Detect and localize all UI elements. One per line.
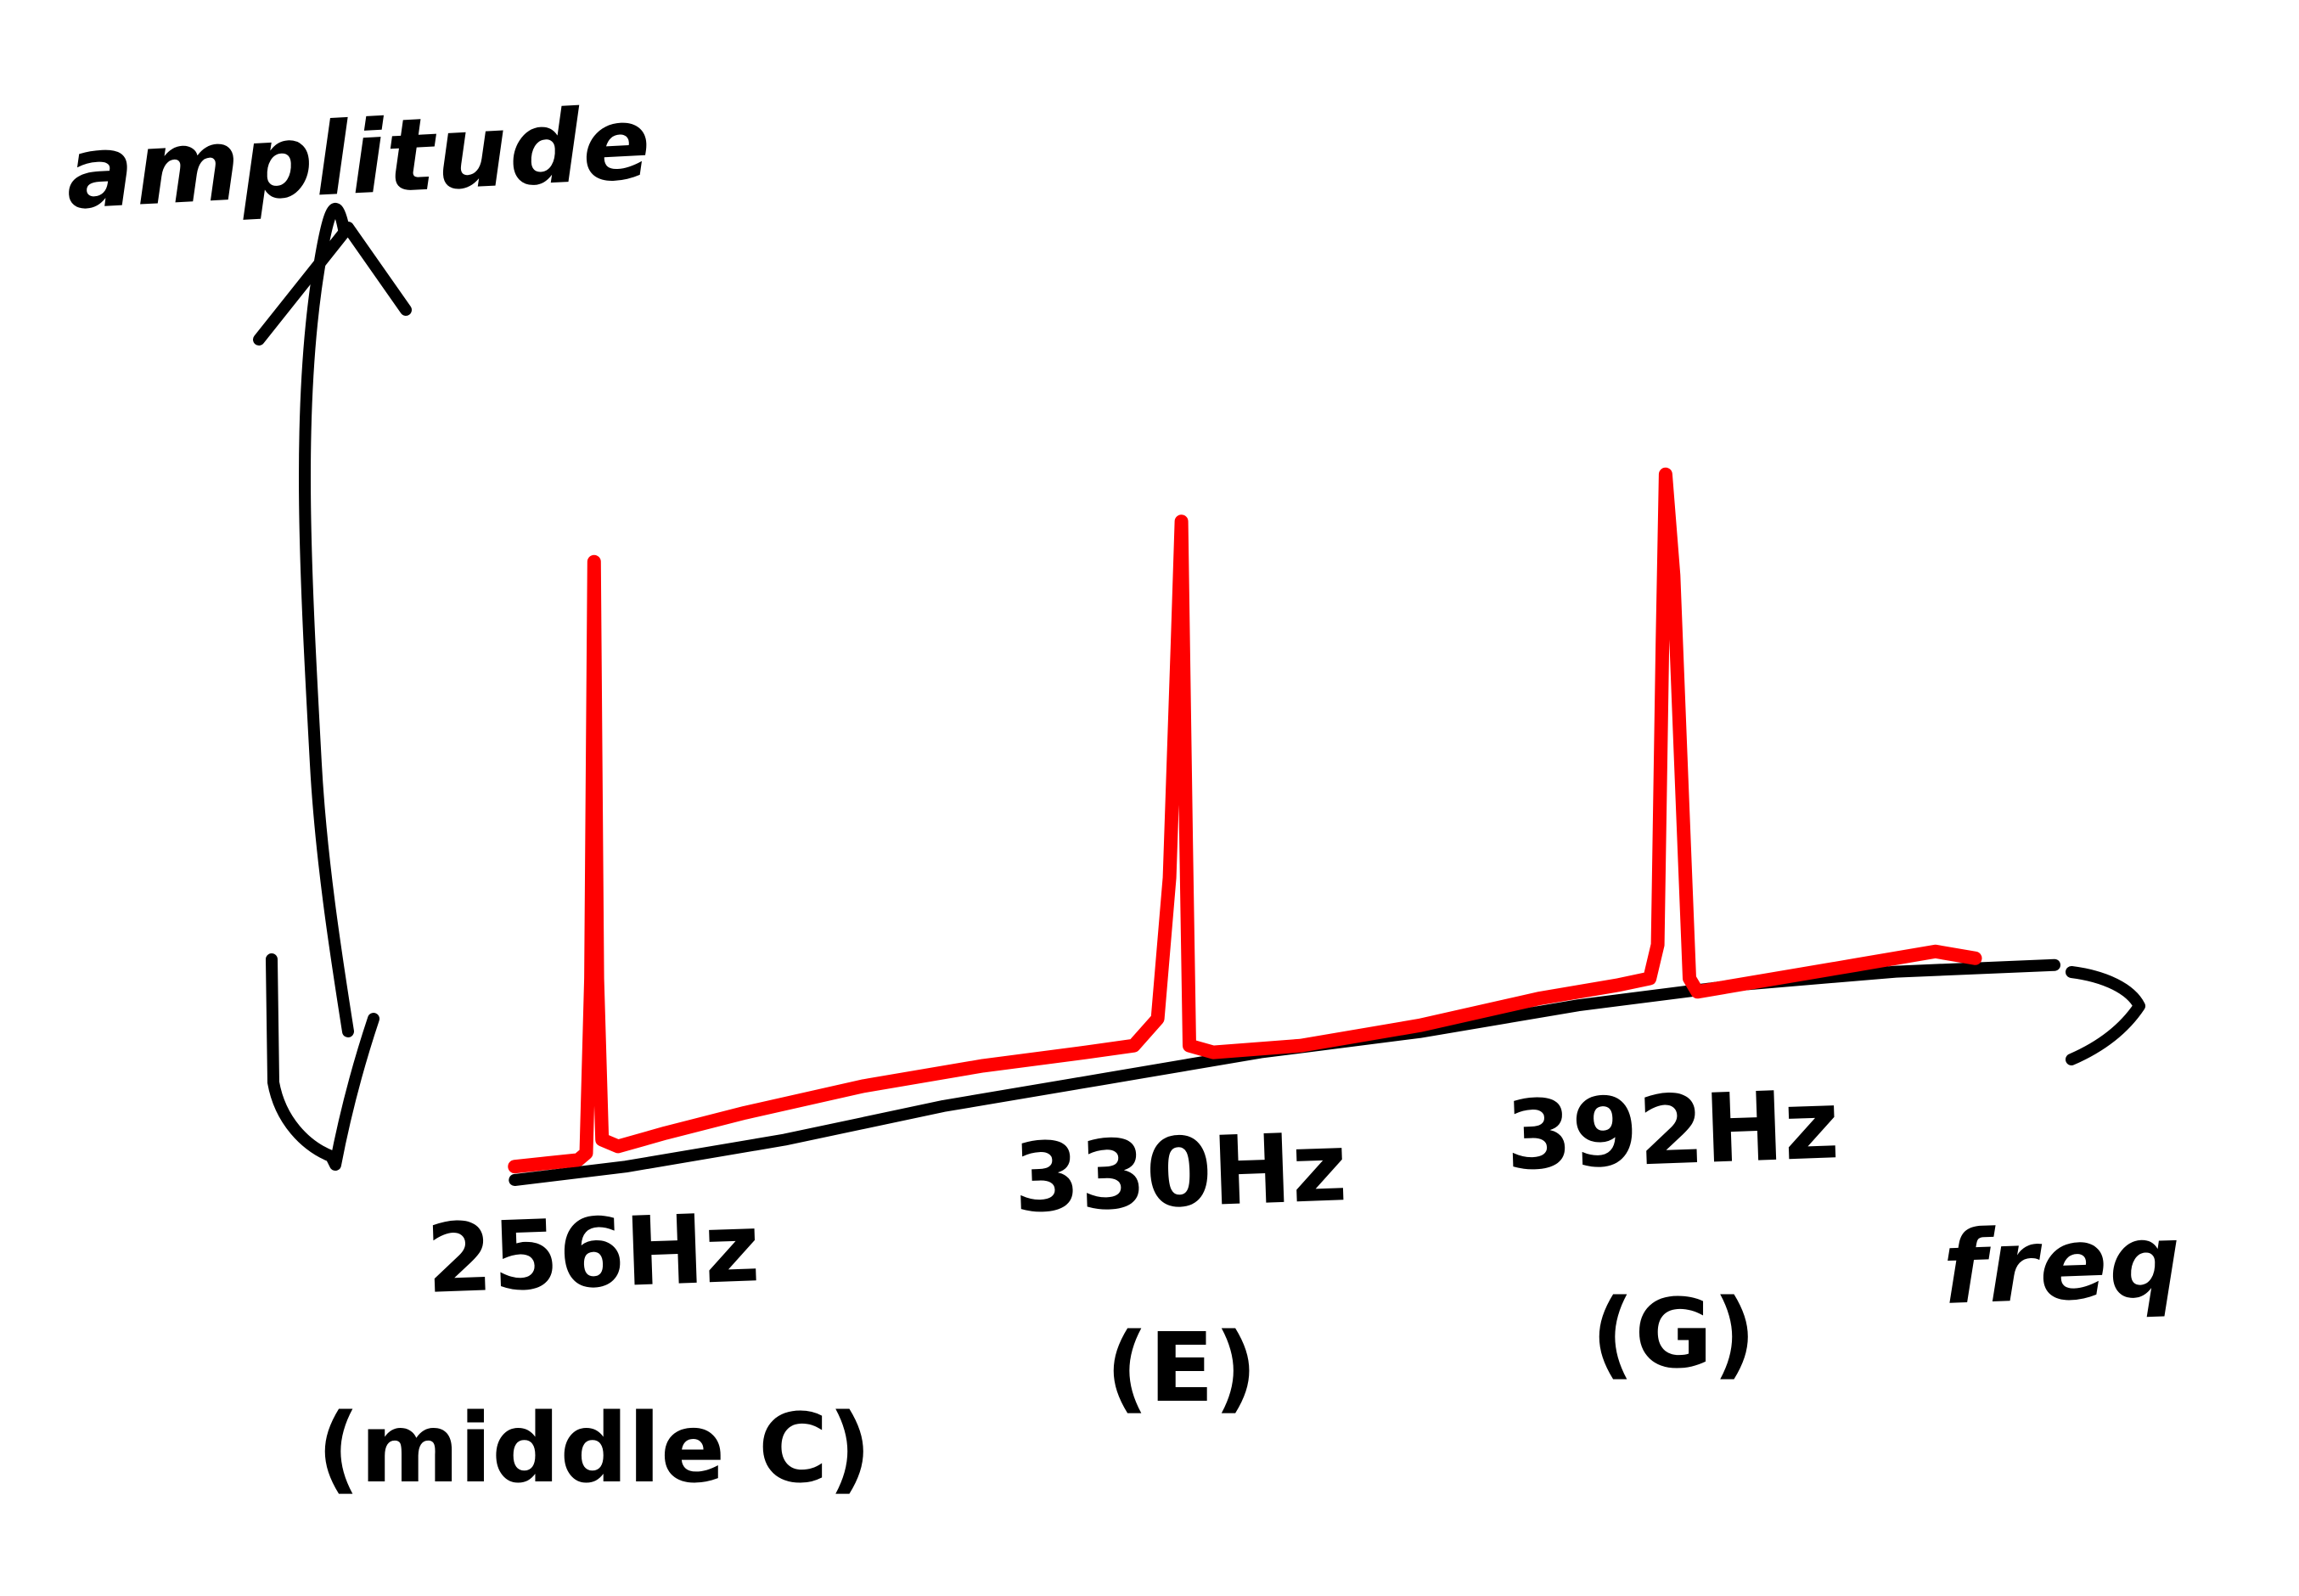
series-spectrum-line [508, 467, 1982, 1174]
x-axis-arrowhead [2066, 966, 2145, 1065]
tick-label-freq: 256Hz [424, 1193, 762, 1315]
tick-label-freq: 330Hz [1012, 1112, 1349, 1234]
x-axis-title: freq [1941, 1201, 2184, 1327]
tick-label-note: (E) [1105, 1313, 1257, 1424]
y-axis-hook [266, 953, 379, 1171]
tick-label-freq: 392Hz [1504, 1070, 1841, 1192]
series-layer [508, 467, 2060, 1186]
tick-label-note: (G) [1591, 1279, 1756, 1390]
tick-label-note: (middle C) [317, 1394, 871, 1504]
y-axis-line [298, 203, 354, 1037]
y-axis-title: amplitude [63, 84, 655, 232]
tick-labels: 256Hz (middle C) 330Hz (E) 392Hz (G) [317, 1070, 1841, 1504]
y-axis-arrowhead [253, 222, 412, 346]
